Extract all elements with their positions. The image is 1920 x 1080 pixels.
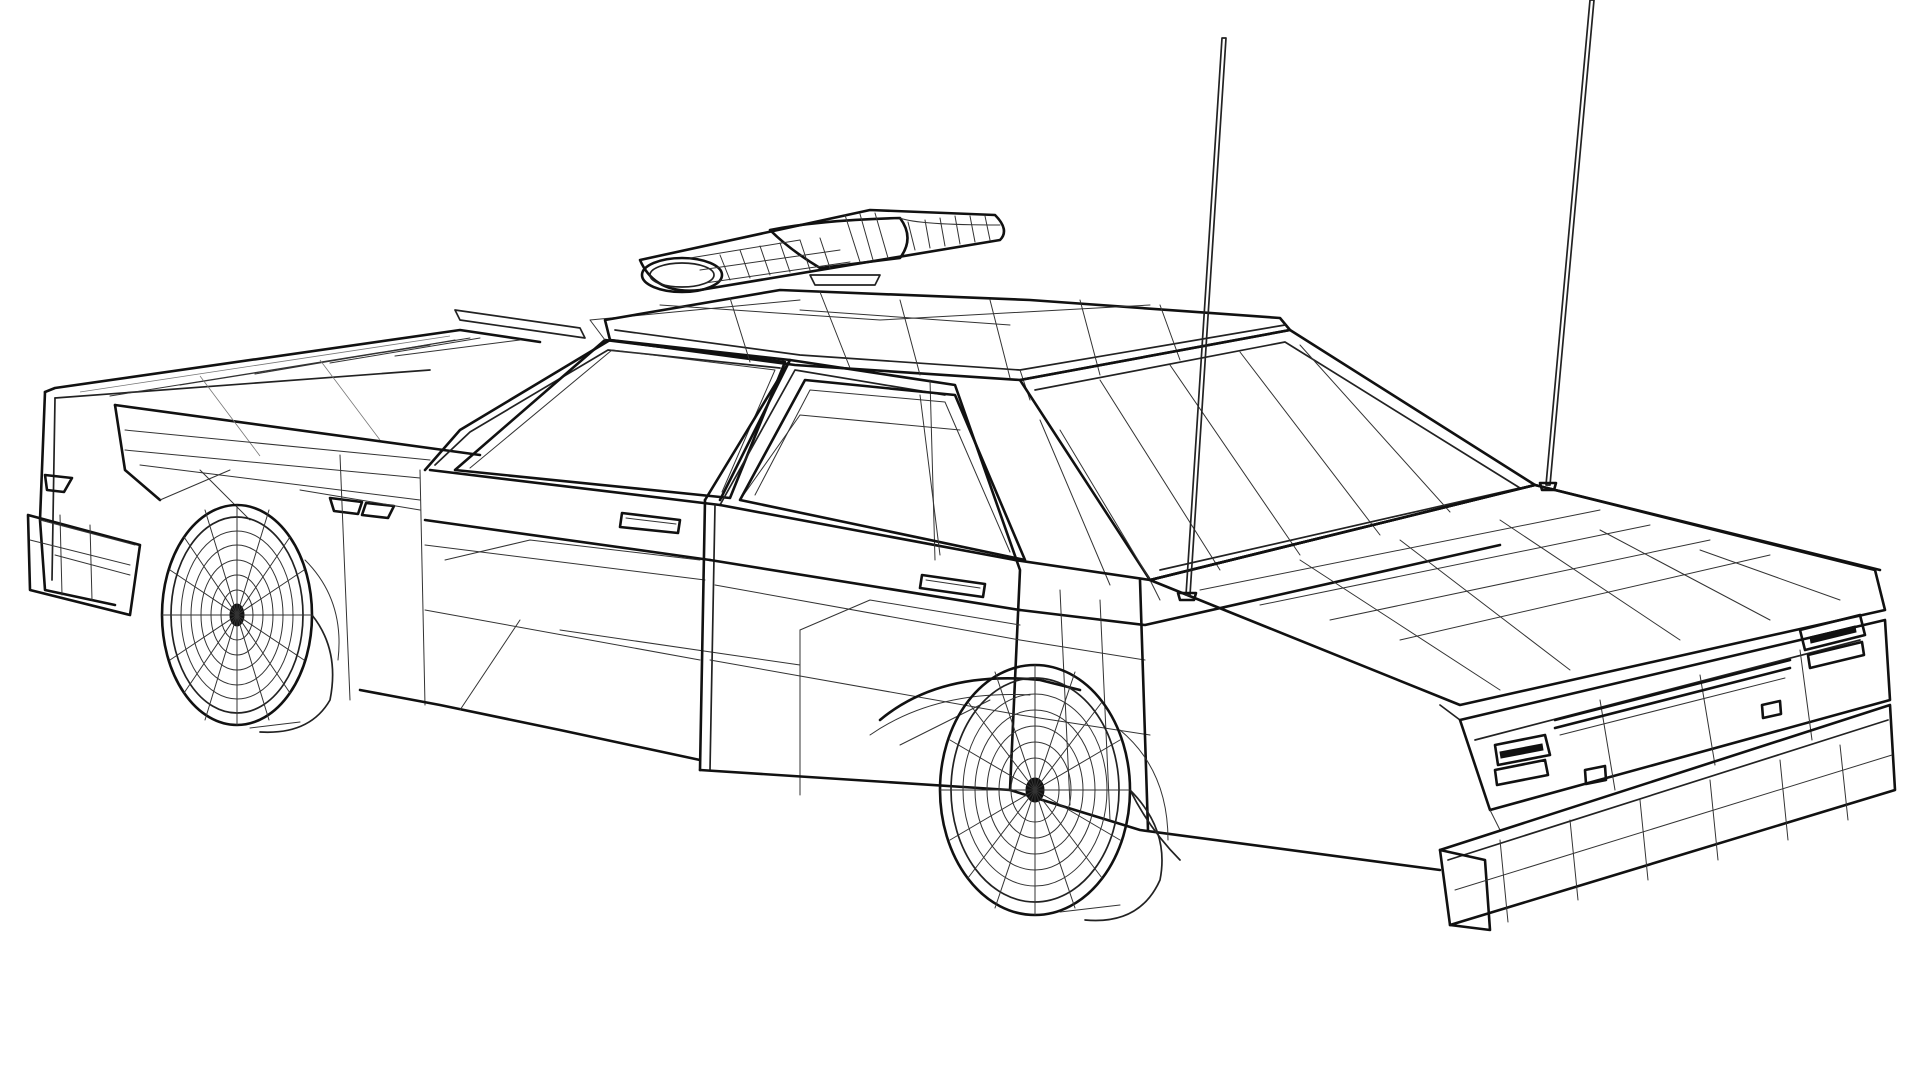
front-bumper [1438, 703, 1897, 932]
front-fender [869, 483, 1882, 872]
turn-signal [1583, 699, 1783, 786]
antenna-rear-icon [1176, 37, 1227, 602]
trunk-lid [43, 309, 586, 457]
wheel-front-icon [938, 663, 1169, 922]
rear-quarter-panel [113, 403, 702, 762]
front-window [738, 378, 1027, 562]
rear-window [453, 299, 801, 500]
headlight-right [1798, 613, 1867, 670]
headlight-left [1493, 733, 1552, 787]
door-handle-front[interactable] [918, 573, 987, 599]
front-door [698, 358, 1022, 796]
antenna-front-icon [1538, 0, 1595, 492]
wheel-rear-icon [160, 503, 340, 734]
grille [1553, 658, 1792, 736]
light-bar-icon [638, 208, 1006, 294]
door-handle-rear[interactable] [618, 511, 682, 535]
rear-panel [26, 390, 142, 617]
windshield [1018, 328, 1537, 601]
rear-door [423, 338, 801, 772]
tail-light-rear [43, 473, 396, 520]
hood [1148, 483, 1887, 721]
